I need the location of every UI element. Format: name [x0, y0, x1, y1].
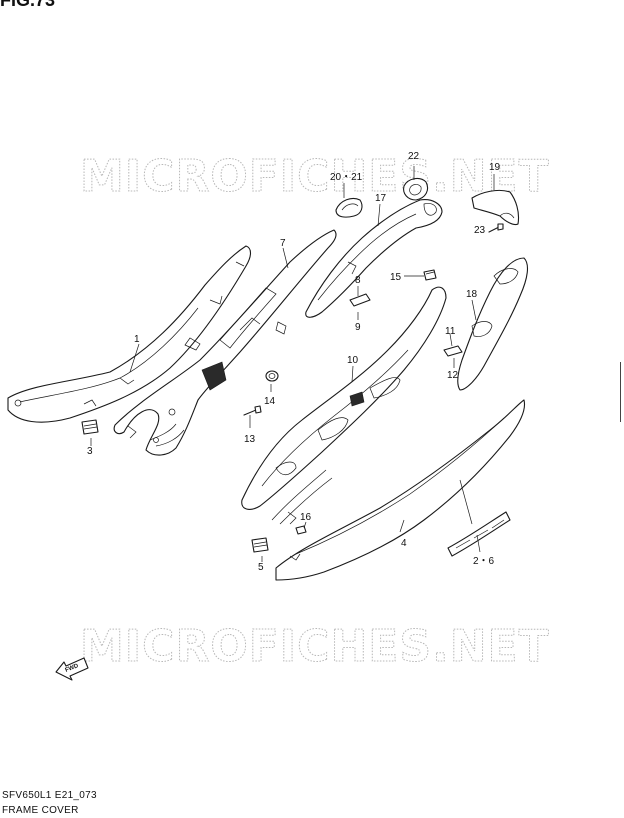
footer-title: FRAME COVER — [2, 805, 79, 816]
callout-5: 5 — [258, 562, 264, 573]
part-5-clip[interactable] — [251, 537, 269, 553]
callout-12: 12 — [447, 370, 459, 381]
part-17-upper-cover[interactable] — [305, 199, 443, 318]
part-16-screw[interactable] — [295, 525, 307, 535]
callout-8: 8 — [355, 275, 361, 286]
part-7-frame-bracket[interactable] — [113, 229, 337, 456]
callout-10: 10 — [347, 355, 359, 366]
callout-9: 9 — [355, 322, 361, 333]
part-2-6-emblem[interactable] — [447, 511, 511, 557]
part-20-21-cushion[interactable] — [335, 197, 363, 218]
part-22-grommet[interactable] — [403, 177, 429, 201]
watermark-bottom: MICROFICHES.NET — [80, 621, 550, 672]
figure-heading: FIG.73 — [0, 0, 55, 10]
part-19-tail-piece[interactable] — [471, 189, 520, 226]
watermark-top: MICROFICHES.NET — [80, 151, 550, 202]
fwd-arrow-label: FWD — [65, 663, 81, 674]
callout-11: 11 — [445, 326, 456, 337]
page-edge-mark — [620, 362, 621, 422]
callout-13: 13 — [244, 434, 256, 445]
callout-20-21: 20・21 — [330, 172, 363, 183]
part-3-clip[interactable] — [81, 419, 99, 435]
callout-14: 14 — [264, 396, 276, 407]
callout-3: 3 — [87, 446, 93, 457]
callout-22: 22 — [408, 151, 420, 162]
part-15-clip[interactable] — [423, 269, 437, 281]
part-23-screw[interactable] — [488, 223, 504, 233]
callout-7: 7 — [280, 238, 286, 249]
part-14-grommet[interactable] — [265, 370, 279, 382]
callout-1: 1 — [134, 334, 140, 345]
callout-19: 19 — [489, 162, 501, 173]
footer-model-code: SFV650L1 E21_073 — [2, 790, 97, 801]
callout-2-6: 2・6 — [473, 556, 495, 567]
callout-labels: 1 2・6 3 4 5 7 8 9 10 11 12 13 14 15 16 1… — [87, 151, 501, 573]
callout-18: 18 — [466, 289, 478, 300]
callout-17: 17 — [375, 193, 387, 204]
part-13-screw[interactable] — [243, 405, 262, 416]
part-11-12-damper[interactable] — [443, 345, 463, 357]
callout-23: 23 — [474, 225, 486, 236]
part-10-right-inner-cover[interactable] — [241, 286, 447, 525]
part-1-left-frame-cover[interactable] — [7, 245, 252, 423]
part-8-9-damper[interactable] — [349, 293, 371, 307]
callout-16: 16 — [300, 512, 312, 523]
callout-15: 15 — [390, 272, 402, 283]
leader-lines — [90, 166, 495, 562]
callout-4: 4 — [401, 538, 407, 549]
fwd-arrow-icon: FWD — [55, 657, 89, 681]
part-4-right-side-cover[interactable] — [275, 399, 526, 581]
part-18-right-rear-piece[interactable] — [457, 257, 529, 391]
